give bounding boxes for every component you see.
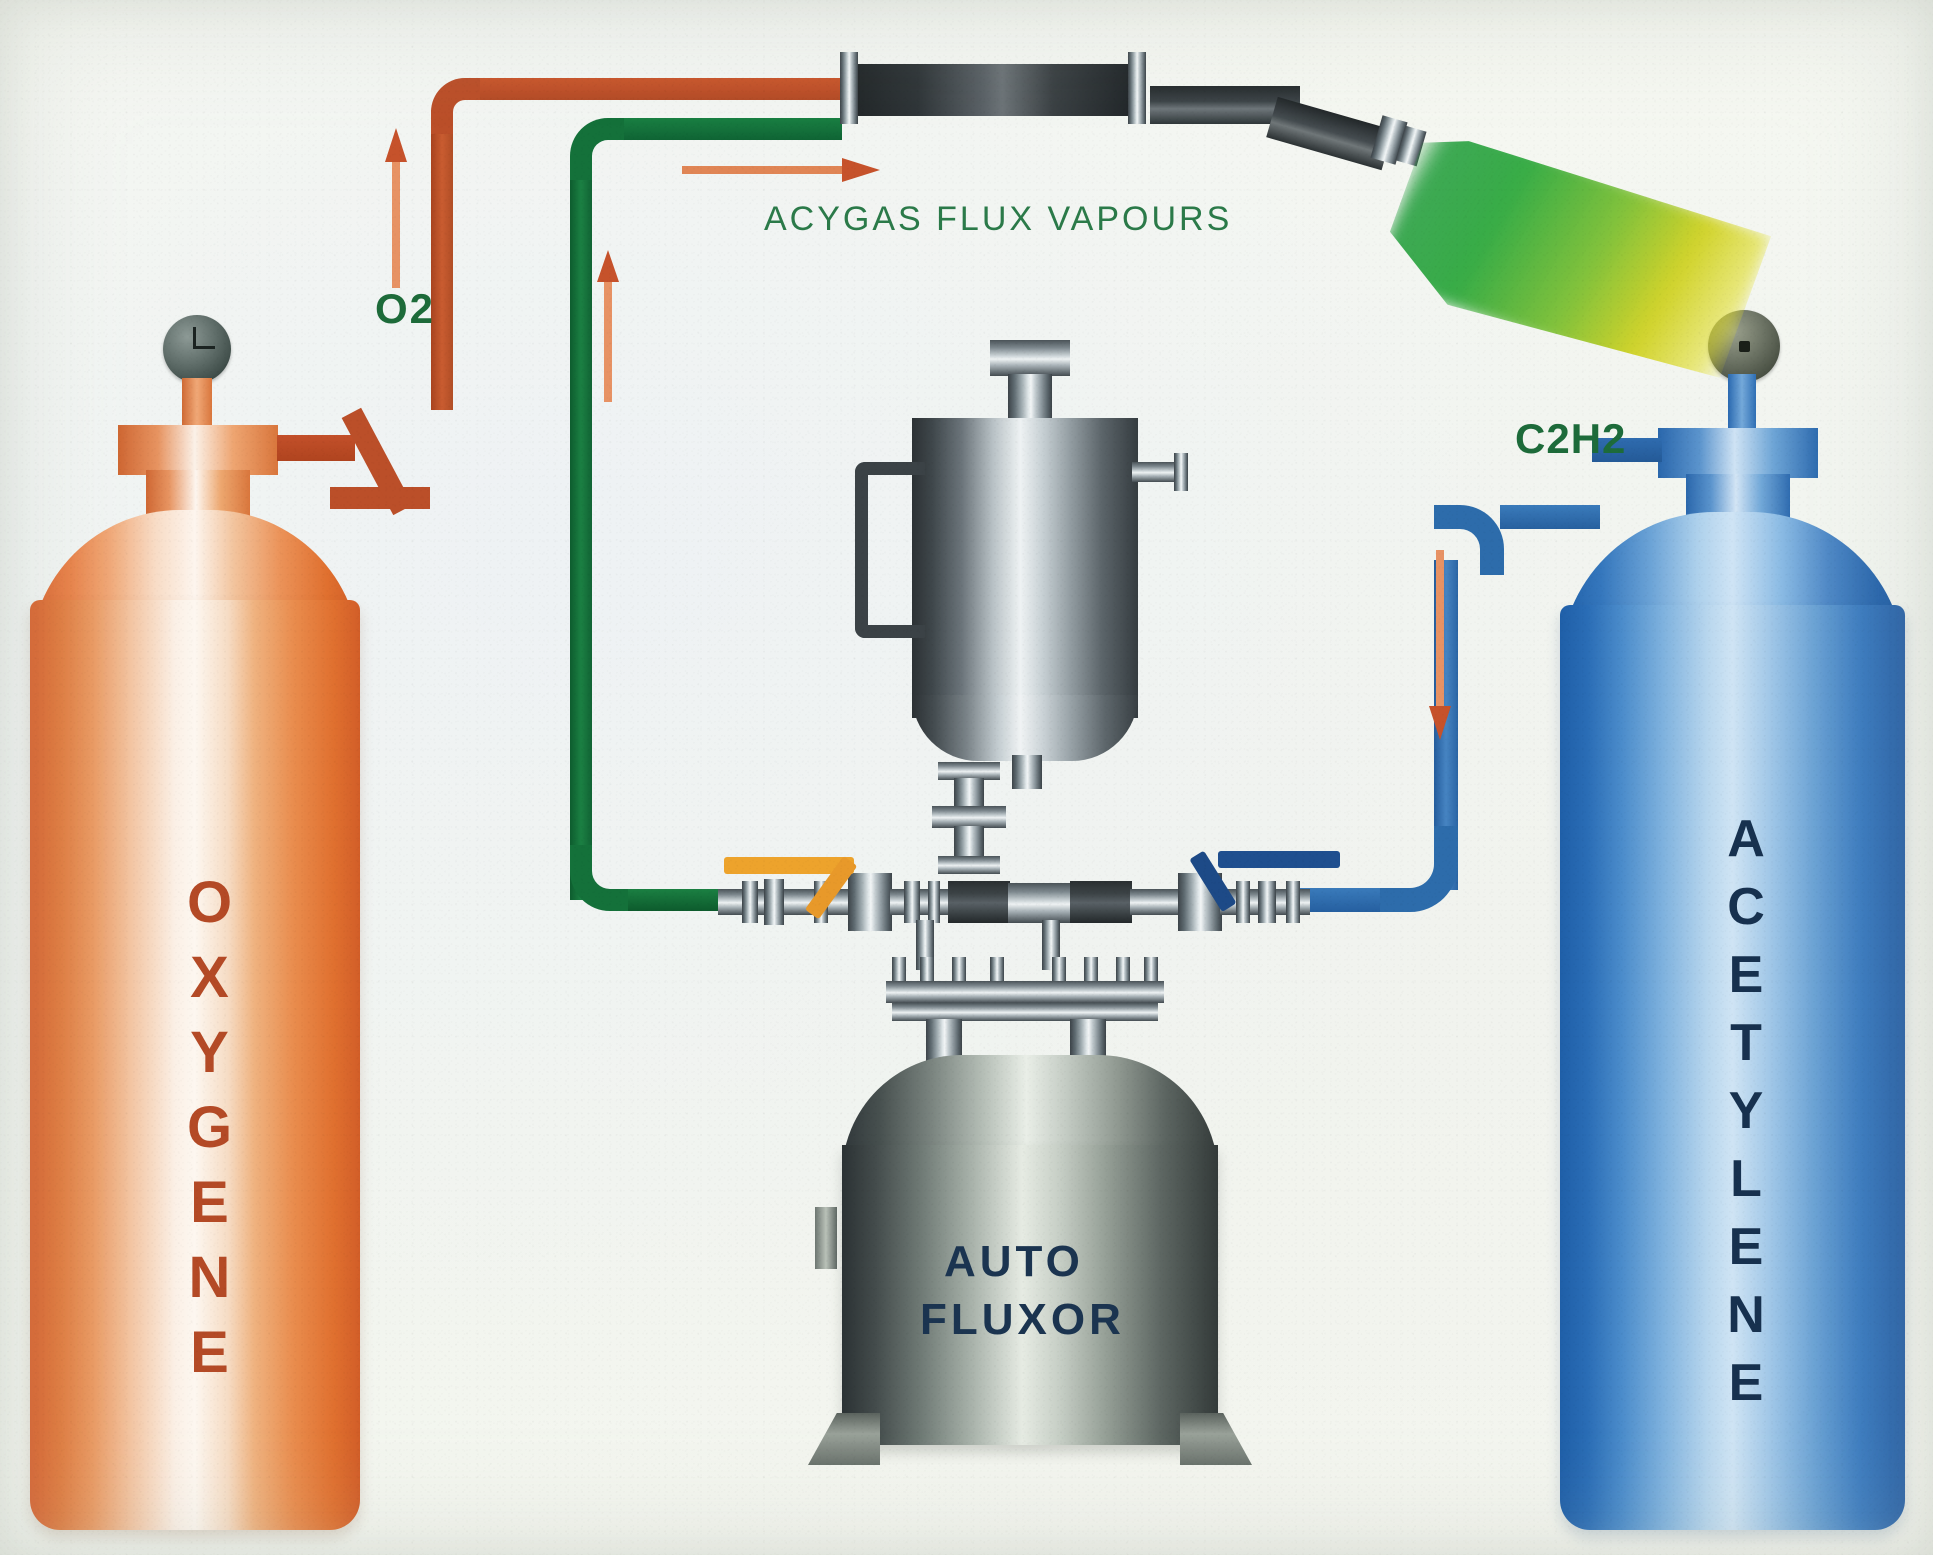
acygas-hose-bottom-run <box>628 889 718 911</box>
oxygen-valve-outlet <box>277 435 355 461</box>
manifold-valve-oxygen-handle[interactable] <box>724 857 854 874</box>
vessel-union-nut-3 <box>938 856 1000 874</box>
fluxor-flange-upper <box>886 981 1164 1003</box>
fluxor-stud-6 <box>1084 957 1098 985</box>
acetylene-hose-bottom-run <box>1300 888 1380 912</box>
vessel-dropleg-1 <box>954 778 984 808</box>
oxygen-gas-label: O2 <box>375 285 436 332</box>
acetylene-cylinder: ACETYLENE <box>1560 310 1905 1530</box>
vessel-top-neck <box>1008 374 1052 422</box>
acetylene-valve-stem <box>1728 374 1756 430</box>
manifold-tee-left <box>948 881 1010 923</box>
acetylene-valve-body <box>1658 428 1818 478</box>
vessel-drain-stem <box>1012 755 1042 789</box>
fluxor-stud-4 <box>990 957 1004 985</box>
acetylene-cylinder-body <box>1560 605 1905 1530</box>
mixer-outlet-flange <box>1128 52 1146 124</box>
fluxor-stud-3 <box>952 957 966 985</box>
vessel-dropleg-2 <box>954 826 984 860</box>
vessel-side-port-cap <box>1174 453 1188 491</box>
oxygen-cylinder-body <box>30 600 360 1530</box>
acygas-flux-vapours-label: ACYGAS FLUX VAPOURS <box>764 200 1233 238</box>
fluxor-foot-right <box>1180 1413 1252 1465</box>
manifold-pipe-mid-left <box>890 889 950 915</box>
fluxor-stud-1 <box>892 957 906 985</box>
vessel-union-nut-1 <box>938 762 1000 780</box>
acygas-riser-arrow <box>597 250 619 402</box>
vessel-handle <box>855 462 925 638</box>
fluxor-label-line1: AUTO <box>944 1237 1084 1286</box>
torch-neck-bend <box>1266 96 1394 171</box>
torch-flame <box>1373 113 1771 401</box>
oxygen-cylinder: OXYGENE <box>30 315 360 1530</box>
manifold-nut-r2 <box>1258 881 1276 923</box>
manifold-tee-right <box>1070 881 1132 923</box>
vessel-bottom-dome <box>912 695 1138 761</box>
fluxor-stud-7 <box>1116 957 1130 985</box>
acetylene-hose-top-run <box>1500 505 1600 529</box>
acetylene-valve-inlet <box>1592 438 1662 462</box>
oxygen-valve-body <box>118 425 278 475</box>
manifold-nut-l2 <box>764 879 784 925</box>
acetylene-hose-bottom-elbow <box>1368 826 1458 912</box>
flux-vaporiser-vessel <box>855 340 1188 789</box>
manifold-nut-r3 <box>1286 881 1300 923</box>
acygas-hose-bottom-elbow <box>570 845 636 911</box>
auto-fluxor-tank: AUTO FLUXOR <box>808 955 1252 1495</box>
oxygen-riser-arrow <box>385 128 407 288</box>
manifold-nut-l1 <box>742 881 758 923</box>
manifold-assembly <box>690 850 1340 975</box>
manifold-pipe-mid-right <box>1130 889 1178 915</box>
acygas-hose-riser <box>570 170 592 900</box>
acygas-hose-top-run <box>624 118 842 140</box>
manifold-nut-m2 <box>928 881 940 923</box>
fluxor-foot-left <box>808 1413 880 1465</box>
acygas-hose-top-elbow <box>570 118 630 180</box>
oxygen-hose-top-run <box>480 78 840 100</box>
manifold-nut-r1 <box>1236 881 1250 923</box>
acetylene-downcomer-arrow <box>1428 550 1452 740</box>
vessel-top-cap <box>990 340 1070 376</box>
oxygen-pressure-gauge-icon <box>163 315 231 383</box>
oxygen-cylinder-label: OXYGENE <box>177 870 242 1395</box>
fluxor-flange-lower <box>892 1003 1158 1021</box>
fluxor-stud-2 <box>920 957 934 985</box>
mixer-inlet-arrow <box>682 158 882 182</box>
oxygen-hose-elbow <box>431 78 487 134</box>
oxygen-hose-riser <box>431 110 453 410</box>
fluxor-label-line2: FLUXOR <box>920 1295 1125 1344</box>
manifold-valve-acetylene-handle[interactable] <box>1218 851 1340 868</box>
vessel-body <box>912 418 1138 718</box>
mixer-inlet-flange <box>840 52 858 124</box>
acetylene-cylinder-label: ACETYLENE <box>1717 810 1775 1422</box>
mixing-chamber <box>840 52 1170 124</box>
fluxor-stud-8 <box>1144 957 1158 985</box>
fluxor-stud-5 <box>1052 957 1066 985</box>
vessel-union-nut-2 <box>932 806 1006 828</box>
manifold-nut-m1 <box>904 881 920 923</box>
manifold-center-body <box>1008 883 1072 923</box>
fluxor-body <box>842 1145 1218 1445</box>
fluxor-sight-gauge <box>815 1207 837 1269</box>
acetylene-gas-label: C2H2 <box>1515 415 1627 462</box>
oxygen-gauge-stem <box>182 378 212 428</box>
mixer-barrel <box>858 64 1130 116</box>
manifold-valve-oxygen-body <box>848 873 892 931</box>
manifold-pipe-left <box>718 889 800 915</box>
vessel-side-port <box>1132 462 1180 482</box>
